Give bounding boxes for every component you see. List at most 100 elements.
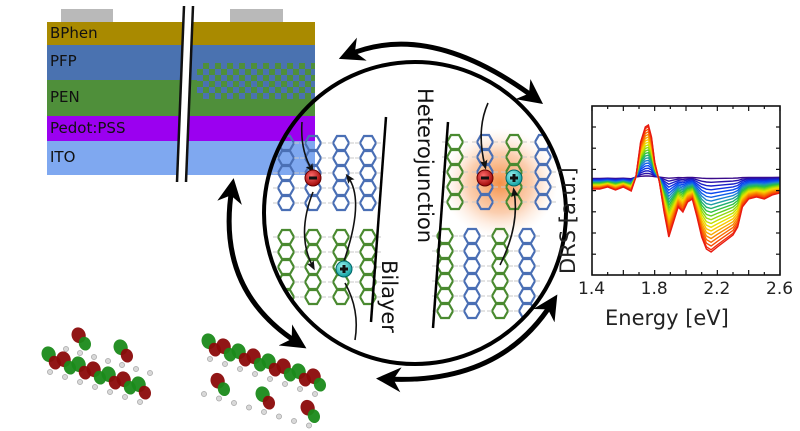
checker-cell (215, 69, 221, 75)
checker-cell (281, 87, 287, 93)
layer-label-pfp: PFP (50, 52, 77, 70)
electron-charge-bilayer (304, 169, 322, 187)
electron-path-in-bilayer (300, 121, 314, 174)
hole-path-heterojunction (499, 187, 519, 266)
checker-cell (197, 87, 203, 93)
checker-cell (227, 81, 233, 87)
x-axis-label: Energy [eV] (605, 306, 729, 330)
arrow-top (338, 37, 544, 104)
x-tick-label: 2.2 (703, 279, 731, 299)
x-tick-label: 1.4 (578, 279, 606, 299)
checker-cell (221, 75, 227, 81)
checker-cell (203, 93, 209, 99)
checker-cell (245, 87, 251, 93)
checker-cell (299, 93, 305, 99)
x-tick-label: 2.6 (766, 279, 794, 299)
checker-cell (215, 93, 221, 99)
checker-cell (305, 87, 311, 93)
charge-transfer-glow (442, 128, 558, 238)
checker-cell (299, 81, 305, 87)
checker-cell (209, 63, 215, 69)
layer-label-bphen: BPhen (50, 24, 98, 42)
molecular-orbitals (41, 327, 326, 429)
heterojunction-checkerboard (197, 63, 315, 99)
checker-cell (245, 75, 251, 81)
drs-series-line (592, 123, 781, 253)
checker-cell (203, 81, 209, 87)
checker-cell (197, 75, 203, 81)
checker-cell (305, 75, 311, 81)
layer-label-pedot-pss: Pedot:PSS (50, 119, 126, 137)
checker-cell (239, 81, 245, 87)
hole-path-in-bilayer (343, 173, 357, 262)
checker-cell (233, 75, 239, 81)
checker-cell (263, 93, 269, 99)
orbital-lumo-top (201, 333, 326, 397)
checker-cell (293, 87, 299, 93)
orbital-lumo-bottom (201, 372, 320, 429)
top-electrode-right (230, 9, 283, 22)
checker-cell (281, 63, 287, 69)
checker-cell (251, 93, 257, 99)
checker-cell (305, 63, 311, 69)
arrow-bottom (376, 294, 558, 393)
checker-cell (299, 69, 305, 75)
checker-cell (293, 63, 299, 69)
checker-cell (197, 63, 203, 69)
checker-cell (233, 63, 239, 69)
checker-cell (287, 69, 293, 75)
checker-cell (281, 75, 287, 81)
electron-path-heterojunction (479, 102, 489, 170)
checker-cell (311, 93, 315, 99)
axis-break-lines (175, 5, 195, 182)
checker-cell (263, 69, 269, 75)
checker-cell (209, 75, 215, 81)
hole-charge-heterojunction (505, 169, 523, 187)
checker-cell (239, 69, 245, 75)
bilayer-interface-line (369, 116, 388, 323)
pen-molecule (300, 228, 326, 306)
checker-cell (251, 81, 257, 87)
heterojunction-divider-line (431, 121, 450, 329)
checker-cell (245, 63, 251, 69)
pen-molecule (432, 227, 458, 320)
checker-cell (269, 63, 275, 69)
checker-cell (269, 75, 275, 81)
checker-cell (257, 75, 263, 81)
orbital-homo-bottom (41, 346, 151, 405)
checker-cell (215, 81, 221, 87)
heterojunction-label: Heterojunction (413, 88, 437, 243)
top-electrode-left (61, 9, 113, 22)
electron-charge-heterojunction (476, 169, 494, 187)
layer-bphen: BPhen (47, 22, 315, 45)
device-stack: BPhen PFP PEN Pedot:PSS ITO (47, 0, 315, 182)
checker-cell (257, 87, 263, 93)
electron-path-out-bilayer (303, 191, 315, 271)
hole-path-out-bilayer (344, 282, 358, 341)
checker-cell (233, 87, 239, 93)
checker-cell (311, 69, 315, 75)
checker-cell (239, 93, 245, 99)
x-tick-label: 1.8 (640, 279, 668, 299)
checker-cell (275, 69, 281, 75)
checker-cell (209, 87, 215, 93)
y-axis-label: DRS [a.u.] (556, 167, 580, 274)
bilayer-label: Bilayer (377, 260, 401, 333)
pfp-molecule (355, 134, 381, 212)
pen-molecule (487, 227, 513, 320)
interface-circle (262, 60, 568, 366)
checker-cell (287, 81, 293, 87)
checker-cell (263, 81, 269, 87)
checker-cell (275, 81, 281, 87)
pfp-molecule (459, 227, 485, 320)
checker-cell (251, 69, 257, 75)
checker-cell (221, 63, 227, 69)
checker-cell (287, 93, 293, 99)
drs-spectra (592, 123, 781, 253)
checker-cell (293, 75, 299, 81)
layer-label-ito: ITO (50, 148, 76, 166)
pfp-molecule (328, 134, 354, 212)
checker-cell (221, 87, 227, 93)
